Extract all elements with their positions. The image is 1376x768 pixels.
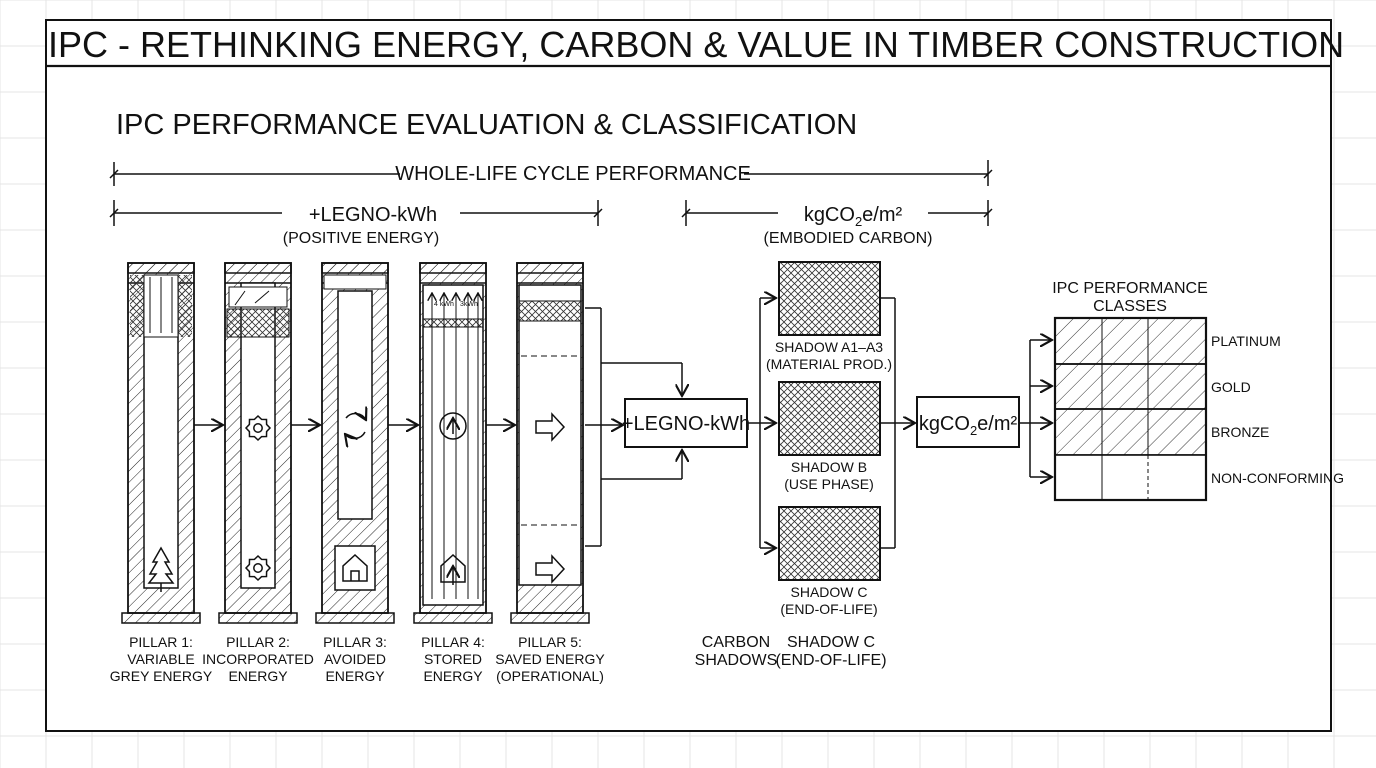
classes-title-line2: CLASSES [1093,298,1167,315]
embodied-carbon-unit: kgCO2e/m² [804,204,903,229]
shadow-3-line1: SHADOW C [791,584,868,600]
gear-icon [244,414,272,442]
shadow-box-3 [778,506,881,581]
pillar-3-label-1: PILLAR 3: [323,634,387,650]
pillar-5 [510,262,590,624]
pillar-4-label-3: ENERGY [423,668,483,684]
classes-title-line1: IPC PERFORMANCE [1052,280,1208,297]
shadow-2-line2: (USE PHASE) [784,476,873,492]
pillar-5-label-1: PILLAR 5: [518,634,582,650]
pillar-3 [315,262,395,624]
class-row-bronze: BRONZE [1054,408,1269,456]
class-flow [1019,340,1052,477]
pillar-1 [121,262,201,624]
recycle-icon [345,414,366,439]
shadow-box-2 [778,381,881,456]
pillar-2-label-1: PILLAR 2: [226,634,290,650]
gear-icon [244,554,272,582]
class-label: GOLD [1211,379,1251,395]
pillar4-mark-2: 3kWh [460,301,478,308]
section-title: IPC PERFORMANCE EVALUATION & CLASSIFICAT… [116,109,857,141]
pillar-2 [218,262,298,624]
whole-life-dimension: WHOLE-LIFE CYCLE PERFORMANCE [109,160,993,186]
pillar4-mark-1: 4 kWh [434,301,454,308]
embodied-carbon-dimension: kgCO2e/m² (EMBODIED CARBON) [681,200,993,247]
carbon-shadows-line1: CARBON [702,634,770,651]
shadow-c-repeat-line2: (END-OF-LIFE) [775,652,886,669]
shadow-3-line2: (END-OF-LIFE) [780,601,877,617]
carbon-shadow-flow [747,298,915,548]
pillar-5-label-2: SAVED ENERGY [495,651,605,667]
embodied-carbon-desc: (EMBODIED CARBON) [764,230,933,247]
pillar5-collector [585,307,682,547]
arrow-icon [535,554,566,584]
shadow-1-line2: (MATERIAL PROD.) [766,356,892,372]
pillar-1-label-1: PILLAR 1: [129,634,193,650]
shadow-2-line1: SHADOW B [791,459,867,475]
class-label: NON-CONFORMING [1211,470,1344,486]
performance-class-table: PLATINUM GOLD BRONZE NON-CONFORMING [1053,316,1344,502]
shadow-1-line1: SHADOW A1–A3 [775,339,883,355]
pillar-3-label-3: ENERGY [325,668,385,684]
shadow-c-repeat-line1: SHADOW C [787,634,875,651]
main-title: IPC - RETHINKING ENERGY, CARBON & VALUE … [48,24,1344,65]
class-row-gold: GOLD [1054,363,1251,410]
pillar-5-label-3: (OPERATIONAL) [496,668,604,684]
pillar-4-label-1: PILLAR 4: [421,634,485,650]
carbon-shadows-line2: SHADOWS [695,652,778,669]
pillar-2-label-2: INCORPORATED [202,651,314,667]
pillar-4: 4 kWh 3kWh [413,262,493,624]
legno-kwh-box-label: +LEGNO-kWh [622,413,750,435]
pillar-3-label-2: AVOIDED [324,651,386,667]
pillar-1-label-3: GREY ENERGY [110,668,213,684]
storage-icon [439,412,467,440]
pillar-1-label-2: VARIABLE [127,651,194,667]
carbon-result-box [916,396,1020,448]
class-label: PLATINUM [1211,333,1281,349]
class-row-non-conforming: NON-CONFORMING [1054,454,1344,501]
house-icon [334,545,376,591]
positive-energy-desc: (POSITIVE ENERGY) [283,230,439,247]
carbon-result-label: kgCO2e/m² [919,413,1018,438]
pillar-2-label-3: ENERGY [228,668,288,684]
whole-life-label: WHOLE-LIFE CYCLE PERFORMANCE [395,163,751,185]
positive-energy-unit: +LEGNO-kWh [309,204,437,226]
positive-energy-dimension: +LEGNO-kWh (POSITIVE ENERGY) [109,200,603,247]
legno-kwh-box [624,398,748,448]
tree-icon [147,546,175,592]
shadow-boxes: SHADOW A1–A3(MATERIAL PROD.) SHADOW B(USE… [766,261,892,617]
pillars-group: 4 kWh 3kWh [121,262,590,624]
house-arrow-icon [440,553,466,585]
pillar-4-label-2: STORED [424,651,482,667]
shadow-box-1 [778,261,881,336]
class-label: BRONZE [1211,424,1269,440]
arrow-icon [535,412,566,442]
